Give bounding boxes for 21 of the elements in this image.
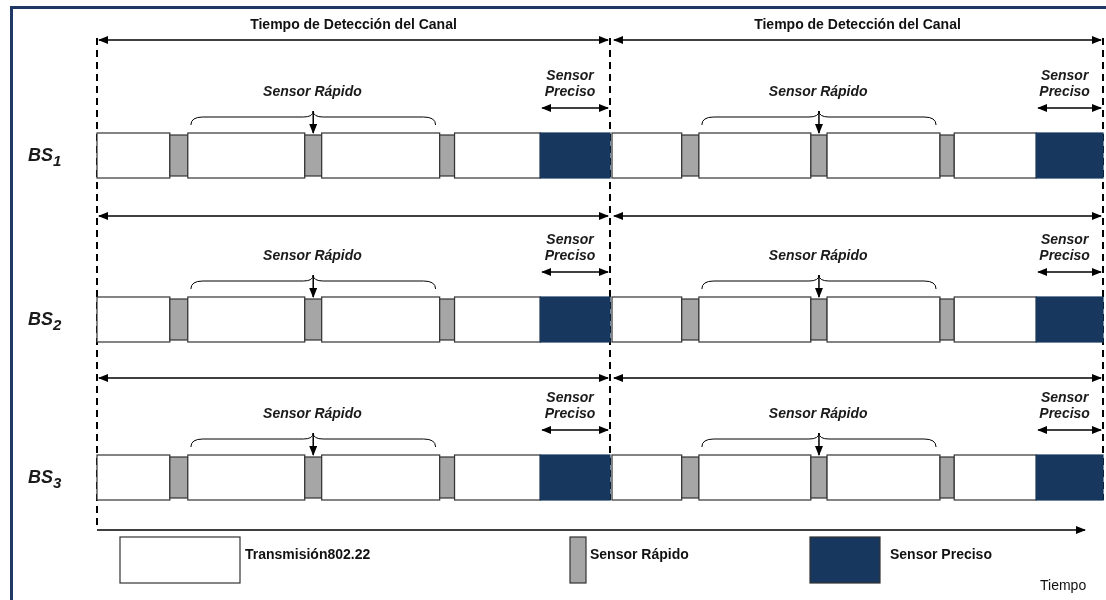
brace-label: Sensor Rápido (262, 83, 363, 99)
block-label: Sensor Preciso (543, 231, 597, 263)
brace-label: Sensor Rápido (262, 247, 363, 263)
row-label: BS$_{3}$ (28, 467, 62, 491)
block-label: Sensor Preciso (543, 67, 597, 99)
axis-label: Tiempo (1040, 577, 1087, 593)
legend-label: Transmisión802.22 (245, 546, 371, 562)
row-label: BS$_{2}$ (28, 309, 62, 333)
legend-label: Sensor Preciso (890, 546, 992, 562)
legend-label: Sensor Rápido (590, 546, 689, 562)
brace-label: Sensor Rápido (262, 405, 363, 421)
brace-label: Sensor Rápido (767, 247, 869, 263)
block-label: Sensor Preciso (1038, 67, 1091, 99)
row-label: BS$_{1}$ (28, 145, 62, 169)
block-label: Sensor Preciso (1038, 389, 1091, 421)
block-label: Sensor Preciso (1038, 231, 1091, 263)
block-label: Sensor Preciso (543, 389, 597, 421)
span-label: Tiempo de Detección del Canal (249, 16, 458, 32)
brace-label: Sensor Rápido (767, 83, 869, 99)
span-label: Tiempo de Detección del Canal (753, 16, 962, 32)
brace-label: Sensor Rápido (767, 405, 869, 421)
